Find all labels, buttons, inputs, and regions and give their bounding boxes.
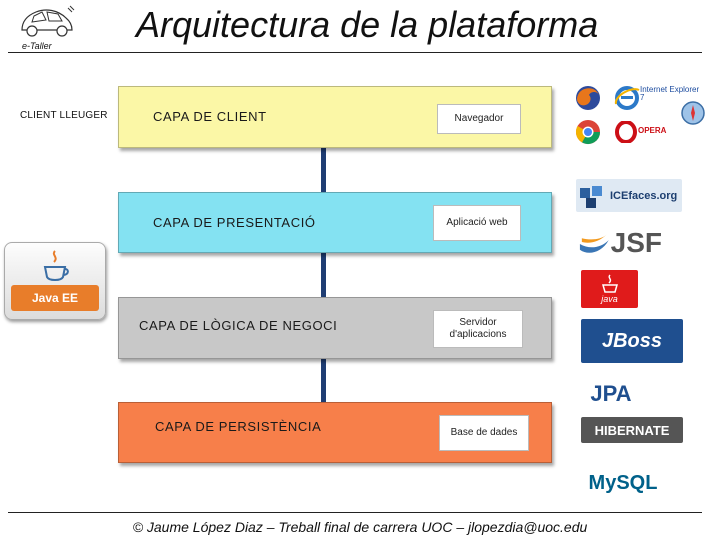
java-cup-icon (43, 250, 69, 281)
jpa-logo: JPA (581, 381, 641, 407)
mysql-logo: MySQL (582, 453, 664, 499)
layer-tech-box: Base de dades (439, 415, 529, 451)
layer-persistence: CAPA DE PERSISTÈNCIA Base de dades (118, 402, 552, 463)
hibernate-logo: HIBERNATE (581, 417, 683, 443)
jsf-logo: JSF (578, 224, 662, 262)
connector-line (321, 146, 326, 192)
layer-name: CAPA DE LÒGICA DE NEGOCI (139, 318, 338, 333)
jsf-label: JSF (610, 227, 662, 258)
layer-name: CAPA DE CLIENT (153, 109, 267, 124)
java-label: java (601, 294, 618, 304)
jsf-swoosh-icon (579, 234, 609, 253)
firefox-icon (573, 83, 603, 113)
mysql-label: MySQL (588, 471, 658, 494)
page-title: Arquitectura de la plataforma (136, 4, 599, 45)
java-cup-icon (601, 274, 618, 293)
jboss-logo: JBoss (581, 319, 683, 363)
internet-explorer-icon (612, 82, 642, 112)
layer-tech-box: Aplicació web (433, 205, 521, 241)
layer-client: CAPA DE CLIENT Navegador (118, 86, 552, 148)
java-ee-label: Java EE (11, 285, 99, 311)
opera-label: OPERA (638, 126, 667, 135)
layer-name: CAPA DE PRESENTACIÓ (153, 215, 316, 230)
layer-presentation: CAPA DE PRESENTACIÓ Aplicació web (118, 192, 552, 253)
header-divider (8, 52, 702, 53)
icefaces-label: ICEfaces.org (610, 189, 678, 202)
connector-line (321, 251, 326, 297)
layer-name: CAPA DE PERSISTÈNCIA (155, 419, 322, 434)
layer-business: CAPA DE LÒGICA DE NEGOCI Servidor d'apli… (118, 297, 552, 359)
client-tier-label: CLIENT LLEUGER (20, 110, 108, 121)
jboss-label: JBoss (601, 329, 663, 352)
icefaces-cube-icon (580, 185, 602, 208)
footer-credit: © Jaume López Diaz – Treball final de ca… (132, 519, 588, 535)
java-logo: java (581, 270, 638, 308)
footer-divider (8, 512, 702, 513)
car-logo-icon (16, 4, 76, 42)
opera-icon (615, 120, 637, 144)
layer-tech-box: Servidor d'aplicacions (433, 310, 523, 348)
chrome-icon (575, 119, 601, 145)
icefaces-logo: ICEfaces.org (576, 179, 682, 212)
hibernate-label: HIBERNATE (594, 422, 670, 438)
safari-icon (680, 100, 706, 126)
connector-line (321, 357, 326, 402)
internet-explorer-label: Internet Explorer 7 (640, 85, 700, 102)
layer-tech-box: Navegador (437, 104, 521, 134)
jpa-label: JPA (590, 381, 632, 406)
logo-text: e-Taller (22, 41, 52, 51)
java-ee-logo: Java EE (4, 242, 106, 320)
